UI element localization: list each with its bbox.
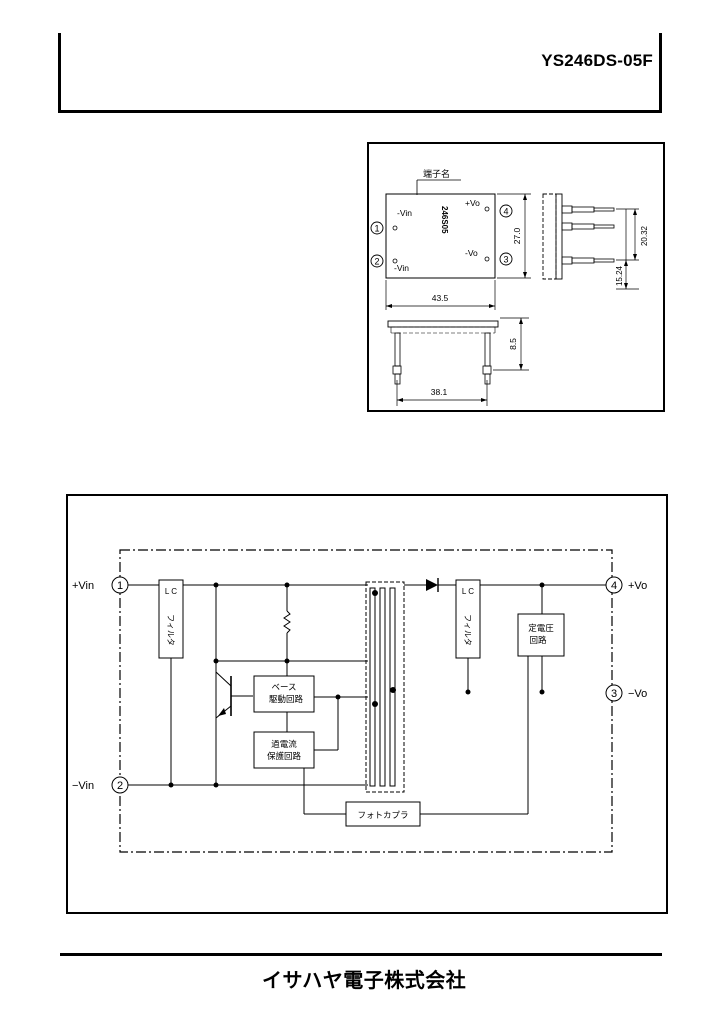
outline-pin-4: 4 bbox=[503, 207, 508, 217]
transformer bbox=[365, 581, 405, 793]
base-drive-block bbox=[253, 675, 315, 713]
lc-filter-output-b: フィルタ bbox=[463, 614, 472, 646]
dim-pin-span: 38.1 bbox=[431, 387, 448, 397]
terminal-name-label: 端子名 bbox=[423, 168, 450, 179]
photocoupler-label: フォトカプラ bbox=[357, 810, 408, 820]
pin-label-minus-vin-top: -Vin bbox=[397, 208, 412, 218]
dim-width: 43.5 bbox=[432, 293, 449, 303]
outline-pin-1: 1 bbox=[374, 224, 379, 234]
outline-drawing-panel: 端子名 -Vin -Vin +Vo -Vo 246S05 1 2 3 4 43.… bbox=[367, 142, 665, 412]
regulator-a: 定電圧 bbox=[528, 623, 554, 633]
dim-depth: 8.5 bbox=[508, 338, 518, 350]
lc-filter-input-b: フィルタ bbox=[166, 614, 175, 646]
terminal-plus-vo: +Vo bbox=[628, 580, 647, 592]
terminal-plus-vin: +Vin bbox=[72, 580, 94, 592]
dim-pitch-b: 15.24 bbox=[615, 265, 624, 286]
lc-filter-output-a: L C bbox=[462, 587, 474, 596]
overcurrent-protect-block bbox=[253, 731, 315, 769]
pin-label-minus-vo: -Vo bbox=[465, 248, 478, 258]
lc-filter-output bbox=[455, 579, 481, 659]
regulator-b: 回路 bbox=[529, 635, 547, 645]
footer-rule bbox=[60, 953, 662, 956]
module-marking: 246S05 bbox=[440, 206, 449, 234]
lc-filter-input-a: L C bbox=[165, 587, 177, 596]
company-name: イサハヤ電子株式会社 bbox=[262, 968, 467, 992]
model-number: YS246DS-05F bbox=[541, 51, 653, 70]
outline-drawing: 端子名 -Vin -Vin +Vo -Vo 246S05 1 2 3 4 43.… bbox=[370, 168, 649, 406]
circuit-pin-1: 1 bbox=[117, 580, 123, 592]
circuit-pin-2: 2 bbox=[117, 780, 123, 792]
circuit-diagram-panel: +Vin 1 −Vin 2 3 −Vo 4 +Vo L C フィルタ bbox=[66, 494, 668, 914]
regulator-block bbox=[517, 613, 565, 657]
dim-pitch-a: 20.32 bbox=[640, 225, 649, 246]
lc-filter-input bbox=[158, 579, 184, 659]
circuit-pin-4: 4 bbox=[611, 580, 617, 592]
pin-label-plus-vo: +Vo bbox=[465, 198, 480, 208]
photocoupler-block bbox=[345, 801, 421, 827]
terminal-minus-vin: −Vin bbox=[72, 780, 94, 792]
pin-label-minus-vin-bottom: -Vin bbox=[394, 263, 409, 273]
outline-pin-3: 3 bbox=[503, 255, 508, 265]
dim-height: 27.0 bbox=[512, 227, 522, 244]
circuit-pin-3: 3 bbox=[611, 688, 617, 700]
base-drive-b: 駆動回路 bbox=[269, 694, 304, 704]
circuit-diagram: +Vin 1 −Vin 2 3 −Vo 4 +Vo L C フィルタ bbox=[72, 549, 647, 853]
overcurrent-b: 保護回路 bbox=[267, 751, 302, 761]
outline-pin-2: 2 bbox=[374, 257, 379, 267]
base-drive-a: ベース bbox=[271, 682, 296, 692]
header-box: YS246DS-05F bbox=[58, 33, 662, 113]
terminal-minus-vo: −Vo bbox=[628, 688, 647, 700]
module-body bbox=[385, 193, 496, 279]
overcurrent-a: 過電流 bbox=[271, 739, 297, 749]
